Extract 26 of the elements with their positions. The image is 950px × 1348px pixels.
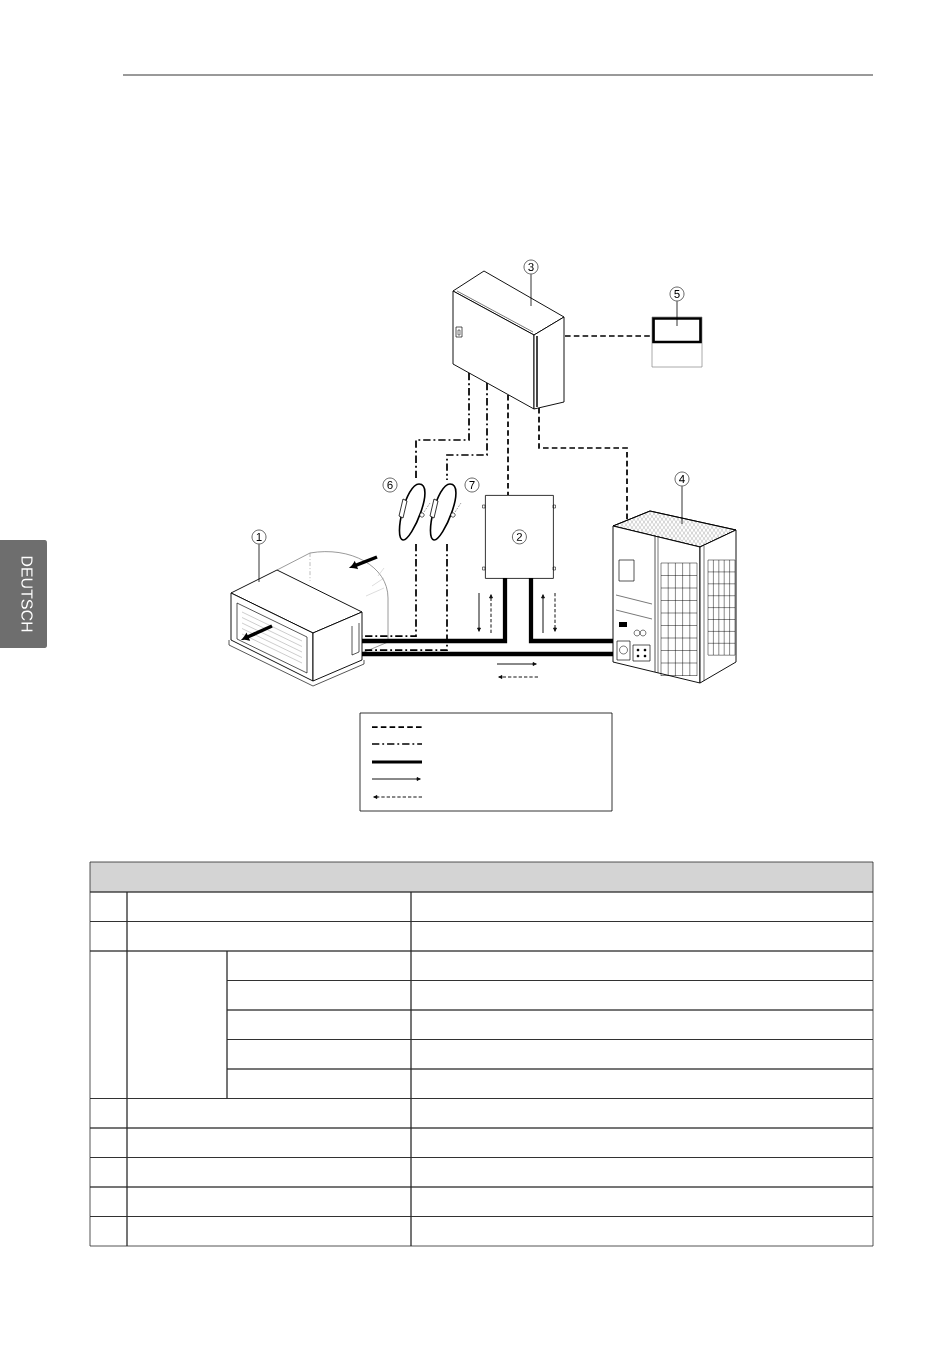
wall-controller-drawing bbox=[651, 316, 703, 368]
dashed-line bbox=[538, 407, 628, 522]
cabinet-drawing bbox=[452, 270, 565, 410]
leader-line bbox=[676, 300, 678, 327]
enclosure-box: 2 bbox=[482, 495, 556, 579]
pipe-line bbox=[528, 578, 613, 644]
dash-dot-line bbox=[415, 372, 470, 481]
dashed-line bbox=[507, 394, 509, 496]
language-tab: DEUTSCH bbox=[0, 540, 47, 648]
pipe-line bbox=[362, 578, 508, 644]
leader-line bbox=[681, 485, 683, 525]
dashed-line bbox=[564, 335, 653, 337]
callout-number: 4 bbox=[674, 471, 690, 487]
callout-number: 5 bbox=[669, 286, 685, 302]
sensor-cable-drawing bbox=[398, 483, 431, 541]
leader-line bbox=[258, 543, 260, 583]
callout-number: 7 bbox=[464, 477, 480, 493]
callout-number: 6 bbox=[382, 477, 398, 493]
sensor-cable-drawing bbox=[429, 483, 462, 541]
indoor-unit-drawing bbox=[228, 551, 389, 687]
callout-number: 3 bbox=[523, 259, 539, 275]
callout-number: 1 bbox=[251, 529, 267, 545]
pipe-line bbox=[362, 651, 613, 657]
leader-line bbox=[530, 273, 532, 307]
outdoor-unit-drawing bbox=[612, 510, 737, 684]
dash-dot-line bbox=[446, 382, 488, 481]
